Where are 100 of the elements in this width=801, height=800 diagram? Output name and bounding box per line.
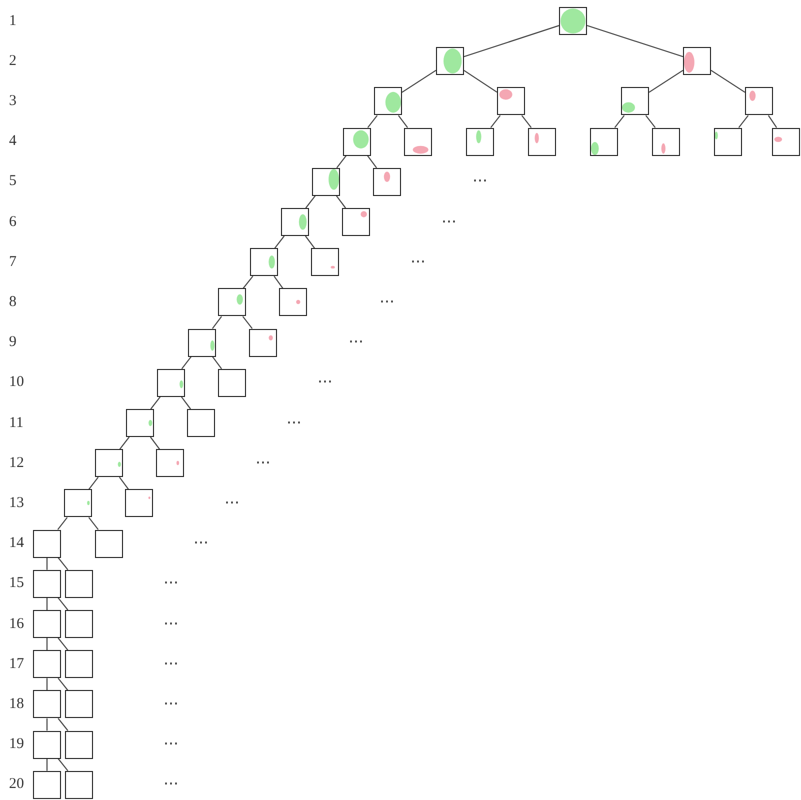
tree-node-box	[249, 328, 277, 357]
tree-node-box	[156, 449, 184, 478]
connector-line	[181, 356, 192, 370]
connector-line	[212, 356, 222, 370]
connector-line	[738, 115, 749, 128]
connector-line	[336, 195, 346, 208]
connector-line	[119, 436, 130, 450]
connector-line	[46, 678, 48, 690]
level-number: 11	[9, 416, 24, 430]
tree-node-box	[373, 168, 401, 196]
connector-line	[212, 316, 222, 329]
connector-line	[58, 758, 68, 772]
connector-line	[768, 115, 778, 128]
level-number: 8	[9, 294, 16, 310]
tree-node-box	[311, 248, 339, 276]
tree-node-box	[590, 128, 618, 156]
ellipsis: ⋯	[164, 777, 178, 792]
level-number: 5	[9, 174, 16, 190]
tree-node-box	[33, 770, 61, 799]
tree-node-box	[65, 570, 93, 598]
ellipsis: ⋯	[348, 335, 364, 350]
level-number: 2	[9, 54, 16, 69]
tree-node-box	[33, 610, 61, 638]
connector-line	[464, 70, 498, 93]
connector-line	[46, 558, 48, 570]
connector-line	[57, 517, 68, 530]
tree-node-box	[65, 610, 93, 638]
level-number: 16	[9, 616, 24, 632]
ellipsis: ⋯	[224, 496, 240, 511]
tree-node-box	[497, 87, 525, 116]
tree-node-box	[33, 530, 61, 558]
connector-line	[58, 597, 68, 610]
level-number: 17	[9, 656, 24, 672]
ellipsis: ⋯	[318, 375, 332, 390]
tree-node-box	[342, 208, 370, 236]
connector-line	[464, 25, 560, 58]
tree-node-box	[218, 368, 246, 397]
tree-node-box	[714, 128, 742, 156]
level-number: 7	[9, 254, 16, 270]
level-number: 19	[9, 737, 24, 752]
connector-line	[648, 70, 684, 93]
connector-line	[367, 155, 377, 168]
tree-node-box	[33, 730, 61, 759]
tree-node-box	[33, 570, 61, 598]
connector-line	[242, 316, 253, 329]
level-number: 14	[9, 536, 24, 552]
ellipsis: ⋯	[164, 737, 178, 752]
connector-line	[305, 236, 315, 249]
tree-node-box	[65, 690, 93, 718]
connector-line	[586, 25, 684, 58]
ellipsis: ⋯	[164, 576, 178, 592]
level-number: 15	[9, 576, 24, 592]
level-number: 6	[9, 214, 16, 230]
connector-line	[274, 276, 284, 289]
connector-line	[242, 276, 254, 289]
level-number: 9	[9, 335, 16, 350]
ellipsis: ⋯	[164, 616, 178, 632]
level-number: 18	[9, 696, 24, 712]
tree-node-box	[33, 690, 61, 718]
ellipsis: ⋯	[410, 254, 426, 270]
tree-node-box	[95, 530, 123, 558]
connector-line	[58, 638, 68, 651]
tree-node-box	[64, 489, 92, 518]
connector-line	[274, 236, 285, 249]
connector-line	[46, 638, 48, 650]
tree-node-box	[621, 87, 649, 116]
tree-node-box	[528, 128, 556, 156]
ellipsis: ⋯	[256, 456, 270, 471]
tree-node-box	[33, 650, 61, 678]
level-number: 1	[9, 14, 16, 28]
tree-node-box	[187, 409, 215, 437]
connector-line	[150, 436, 160, 450]
level-number: 4	[9, 134, 16, 150]
connector-line	[367, 115, 378, 128]
tree-node-box	[745, 87, 773, 116]
tree-node-box	[312, 168, 340, 196]
tree-node-box	[374, 87, 402, 116]
tree-node-box	[65, 730, 93, 759]
tree-node-box	[279, 288, 307, 316]
connector-line	[336, 155, 347, 168]
connector-line	[490, 115, 501, 128]
tree-node-box	[466, 128, 494, 156]
connector-line	[645, 115, 656, 128]
connector-line	[46, 718, 48, 731]
connector-line	[58, 718, 68, 731]
tree-node-box	[188, 328, 216, 357]
ellipsis: ⋯	[164, 696, 178, 712]
tree-node-box	[683, 47, 711, 76]
level-number: 20	[9, 777, 24, 792]
level-number: 13	[9, 496, 24, 511]
connector-line	[402, 70, 436, 93]
connector-line	[614, 115, 625, 128]
level-number: 10	[9, 375, 24, 390]
ellipsis: ⋯	[164, 656, 178, 672]
connector-line	[88, 517, 99, 530]
ellipsis: ⋯	[286, 416, 302, 430]
tree-node-box	[281, 208, 309, 236]
ellipsis: ⋯	[380, 294, 394, 310]
connector-line	[119, 476, 129, 490]
tree-node-box	[652, 128, 680, 156]
